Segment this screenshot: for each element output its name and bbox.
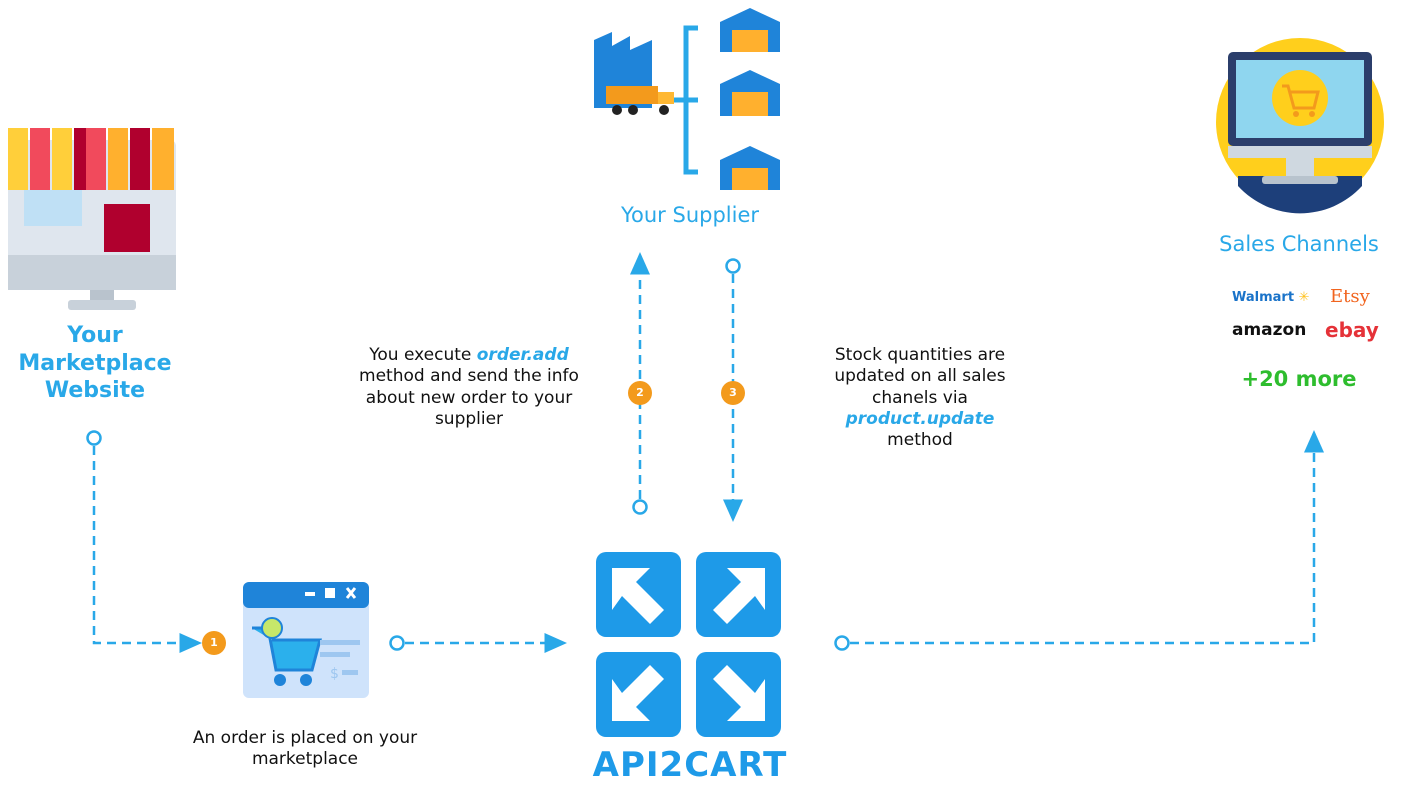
step-3-description: Stock quantities are updated on all sale… [800, 345, 1040, 451]
storefront-monitor-icon [8, 128, 176, 310]
amazon-logo: amazon [1232, 320, 1307, 340]
api2cart-arrows-icon [596, 552, 781, 737]
step-3-text-after: method [887, 430, 953, 450]
connector-supplier-to-api2cart [723, 258, 743, 522]
walmart-logo: Walmart ✳ [1232, 290, 1310, 305]
marketplace-title-line: Website [44, 378, 146, 403]
more-channels-count: +20 more [1241, 367, 1357, 391]
step-1-badge: 1 [202, 631, 226, 655]
step-3-badge: 3 [721, 381, 745, 405]
step-3-text-before: Stock quantities are updated on all sale… [834, 345, 1006, 408]
supplier-title: Your Supplier [620, 203, 760, 227]
factory-truck-icon [594, 32, 674, 115]
warehouse-icon [720, 8, 780, 52]
sales-channels-title: Sales Channels [1219, 232, 1379, 256]
ebay-logo: ebay [1325, 318, 1379, 342]
step-1-description: An order is placed on your marketplace [192, 728, 418, 770]
warehouse-icon [720, 70, 780, 116]
marketplace-title: Your Marketplace Website [0, 322, 190, 405]
connector-order-to-api2cart [389, 633, 567, 653]
step-2-method: order.add [476, 345, 569, 365]
svg-text:$: $ [330, 666, 339, 682]
api2cart-brand: API2CART [592, 745, 788, 785]
cart-window-icon: $ [243, 582, 369, 698]
ebay-logo-text: ebay [1325, 318, 1379, 342]
sales-monitor-icon [1216, 38, 1384, 214]
connector-api2cart-to-sales-channels [834, 430, 1324, 651]
connector-api2cart-to-supplier [630, 252, 650, 515]
warehouse-connector [674, 25, 698, 175]
etsy-logo: Etsy [1330, 286, 1370, 307]
warehouse-icon [720, 146, 780, 190]
marketplace-title-line: Marketplace [18, 350, 172, 376]
step-2-text-after: method and send the info about new order… [359, 366, 579, 429]
step-3-method: product.update [845, 408, 995, 429]
connector-marketplace-to-order [86, 430, 202, 653]
walmart-logo-text: Walmart [1232, 290, 1295, 305]
marketplace-title-line: Your [67, 323, 123, 348]
step-2-badge: 2 [628, 381, 652, 405]
step-2-description: You execute order.add method and send th… [340, 345, 598, 430]
step-2-text-before: You execute [369, 345, 477, 365]
